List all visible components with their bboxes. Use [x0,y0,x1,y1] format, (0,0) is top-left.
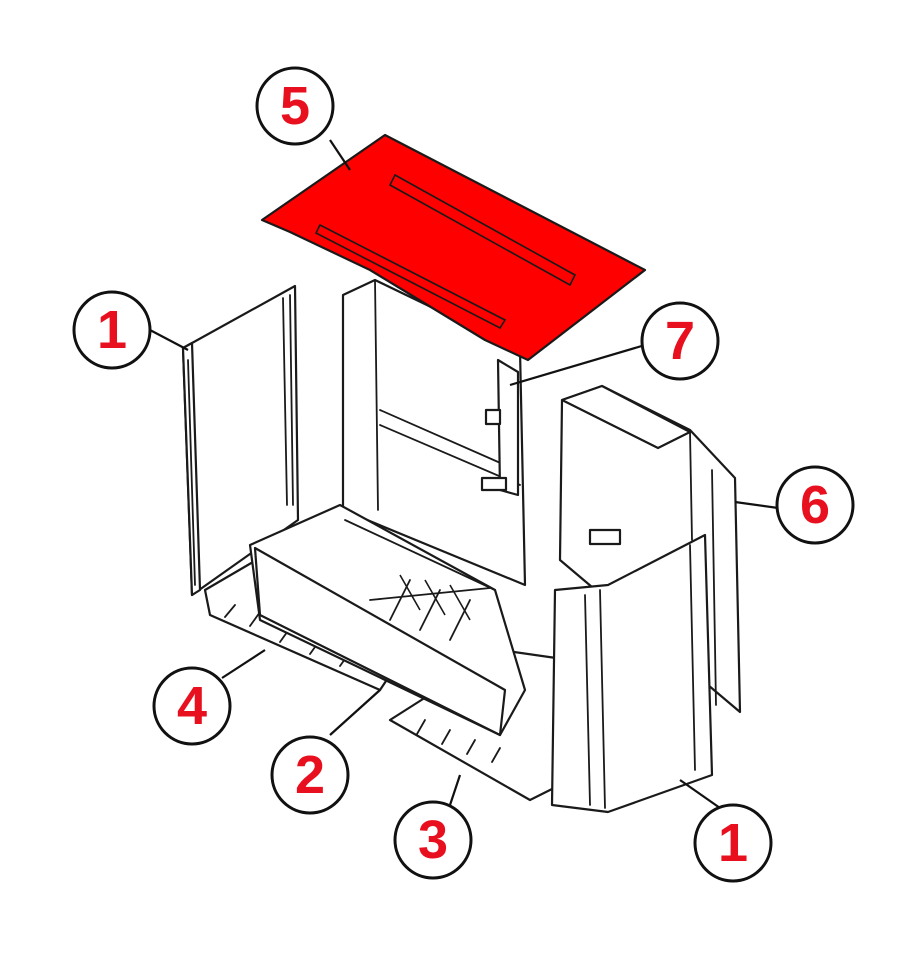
callout-1-right: 1 [693,803,773,883]
back-wall [341,278,527,587]
top-plate [260,133,647,362]
leader-5 [329,139,351,171]
callout-label: 4 [177,676,207,736]
leader-6 [734,500,779,510]
callout-6: 6 [775,465,855,545]
right-side-panel [550,533,714,814]
callout-label: 1 [97,300,127,360]
leader-3 [448,774,462,806]
callout-label: 6 [800,475,830,535]
leader-lines [149,139,779,809]
callout-2: 2 [270,735,350,815]
callout-label: 3 [418,810,448,870]
callout-label: 1 [718,813,748,873]
callout-label: 7 [665,311,695,371]
leader-4 [221,649,266,679]
callout-label: 5 [280,76,310,136]
top-plate-highlighted [260,133,647,362]
leader-7 [509,343,646,387]
leader-1-right [679,779,721,809]
callout-4: 4 [152,666,232,746]
callout-5: 5 [255,66,335,146]
leader-2 [329,689,381,736]
callout-7: 7 [640,301,720,381]
left-side-panel [181,284,300,597]
front-grate [248,503,527,737]
callout-1-left: 1 [72,290,152,370]
leader-1-left [149,329,189,351]
callout-label: 2 [295,745,325,805]
callout-3: 3 [393,800,473,880]
baffle-bracket [480,358,520,497]
